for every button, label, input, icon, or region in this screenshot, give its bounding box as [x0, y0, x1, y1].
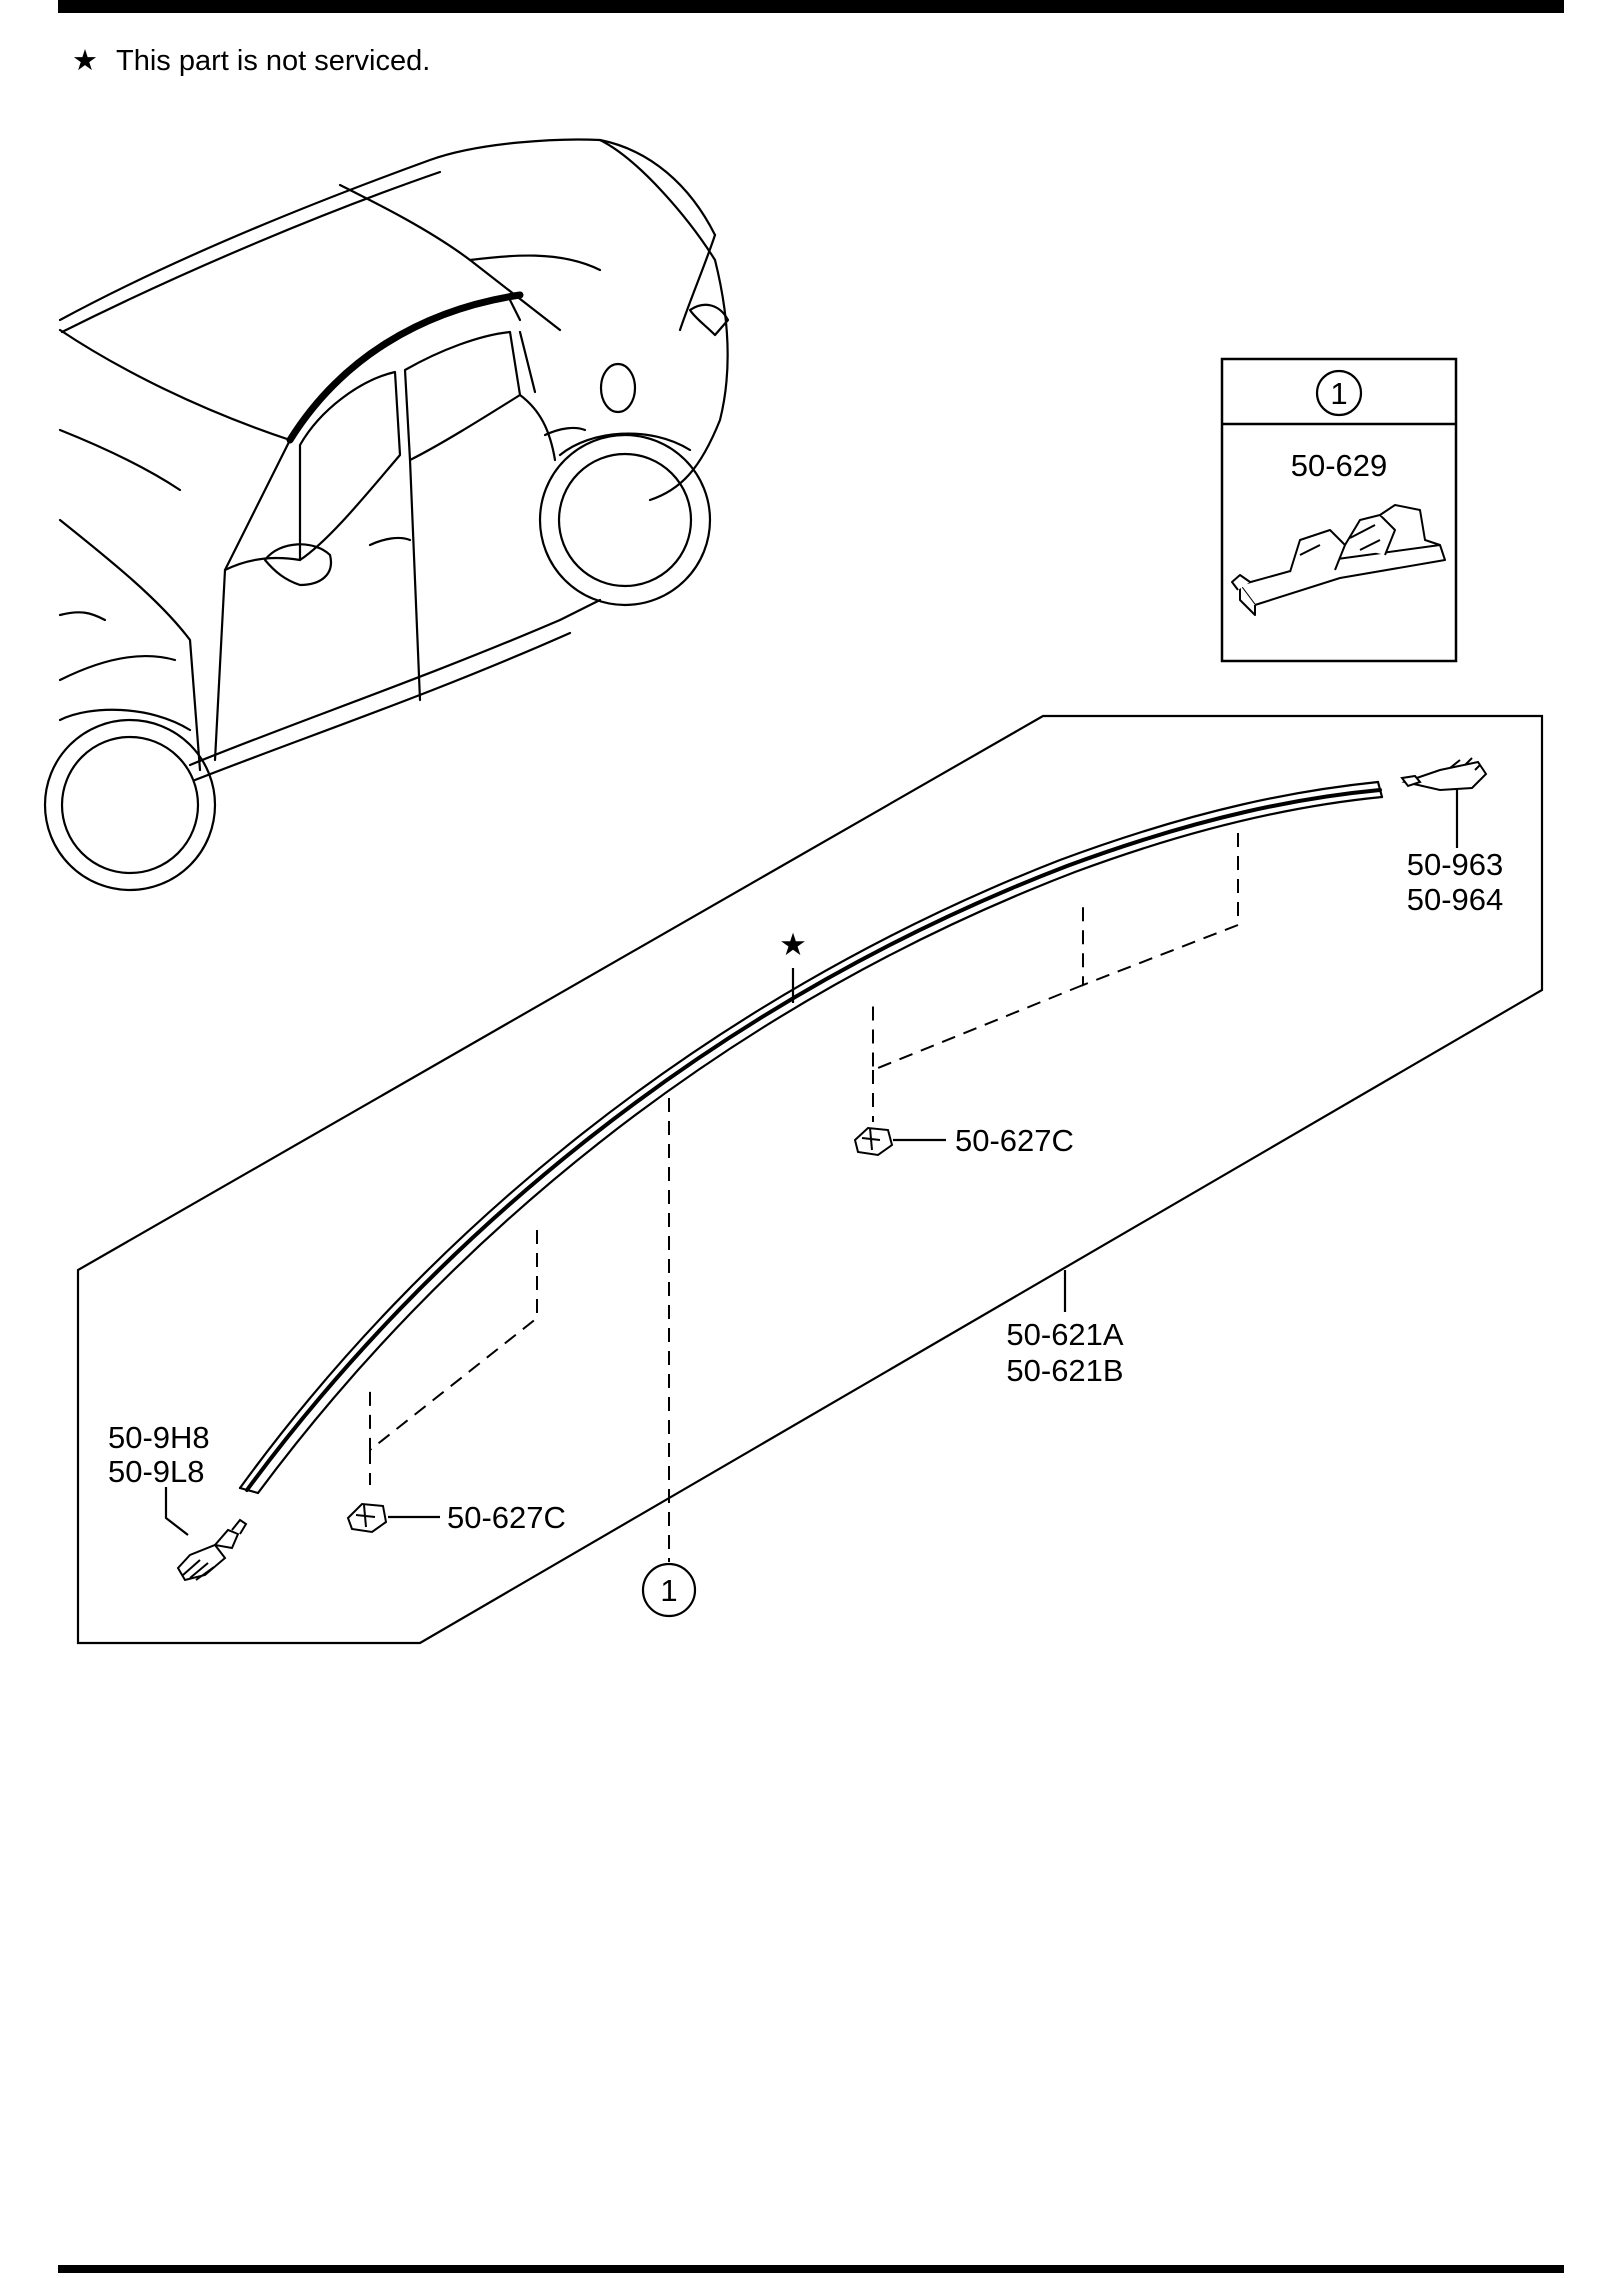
callout-number-1: 1	[660, 1573, 677, 1608]
part-50-964: 50-964	[1407, 882, 1504, 917]
bottom-rule	[58, 2265, 1564, 2273]
part-50-9h8: 50-9H8	[108, 1420, 210, 1455]
front-end-clip-drawing	[176, 1518, 248, 1582]
part-50-963: 50-963	[1407, 847, 1504, 882]
clip-50-629-drawing	[1231, 504, 1446, 616]
rear-end-clip-drawing	[1400, 757, 1488, 792]
inset-callout-circle	[1315, 369, 1363, 417]
part-50-9l8: 50-9L8	[108, 1454, 205, 1489]
inset-callout-number: 1	[1330, 376, 1347, 411]
upper-clip-drawing	[853, 1126, 894, 1157]
part-50-621a: 50-621A	[1006, 1317, 1124, 1352]
legend-note: ★ This part is not serviced.	[72, 45, 430, 77]
inset-box: 1 50-629	[1220, 357, 1458, 663]
inset-part-number: 50-629	[1291, 448, 1388, 483]
part-50-621b: 50-621B	[1006, 1353, 1123, 1388]
dashed-leaders	[369, 833, 1239, 1562]
callout-circle-1	[641, 1562, 697, 1618]
legend-star-icon: ★	[72, 45, 98, 77]
solid-leaders	[164, 787, 1459, 1536]
car-illustration	[43, 138, 730, 892]
top-rule	[58, 0, 1564, 13]
roof-molding-strip	[238, 780, 1384, 1495]
lower-clip-drawing	[346, 1502, 388, 1534]
not-serviced-star-icon: ★	[779, 927, 807, 962]
part-50-627c-upper: 50-627C	[955, 1123, 1074, 1158]
part-50-627c-lower: 50-627C	[447, 1500, 566, 1535]
legend-text: This part is not serviced.	[116, 45, 430, 77]
exploded-view-frame	[76, 714, 1544, 1645]
